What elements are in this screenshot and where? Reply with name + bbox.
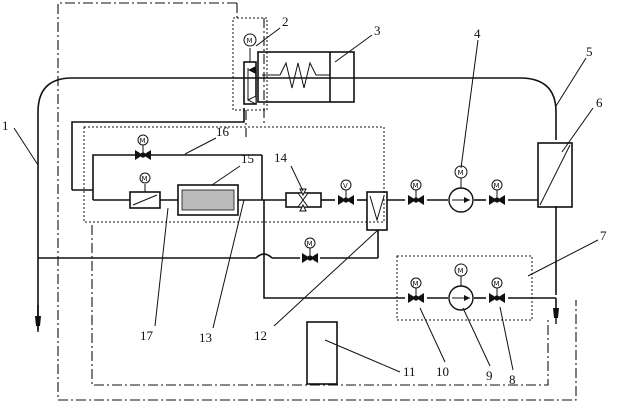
label-15: 15: [241, 151, 254, 166]
label-13: 13: [199, 330, 212, 345]
label-17: 17: [140, 328, 154, 343]
valve-group-box-16: [83, 126, 385, 223]
motor-symbol: M: [458, 267, 464, 275]
sensor-symbol: V: [343, 182, 348, 190]
number-labels: 1 2 3 4 5 6 7 8 9 10 11 12 13 14 15 16 1…: [2, 14, 607, 387]
label-14: 14: [274, 150, 288, 165]
filter-15: [177, 184, 239, 216]
label-12: 12: [254, 328, 267, 343]
motor-symbol: M: [307, 240, 313, 248]
label-16: 16: [216, 124, 230, 139]
label-9: 9: [486, 368, 493, 383]
motor-valve-a: M: [407, 179, 425, 206]
motor-symbol: M: [458, 169, 464, 177]
leader-lines: [13, 27, 599, 373]
label-1: 1: [2, 118, 9, 133]
motor-symbol: M: [413, 182, 419, 190]
label-8: 8: [509, 372, 516, 387]
pump-9: M: [448, 263, 474, 311]
motor-valve-10: M: [407, 277, 425, 304]
fan-motor-icon: [243, 33, 257, 47]
label-3: 3: [374, 23, 381, 38]
motor-valve-16: M: [134, 134, 152, 161]
motor-symbol: M: [413, 280, 419, 288]
valve-group-box-7: [396, 255, 533, 321]
tank-11: [306, 321, 338, 385]
nozzle-icon-right: [552, 307, 560, 325]
label-7: 7: [600, 228, 607, 243]
control-frame: [57, 2, 577, 401]
motor-valve-b: M: [488, 179, 506, 206]
motor-symbol: M: [140, 137, 146, 145]
pump-4: M: [448, 165, 474, 213]
label-10: 10: [436, 364, 449, 379]
sensor-valve: V: [337, 179, 355, 206]
motor-symbol: M: [142, 175, 148, 183]
motor-valve-8: M: [488, 277, 506, 304]
mixer-12: [366, 191, 388, 231]
pipe-network: [37, 77, 557, 330]
label-6: 6: [596, 95, 603, 110]
motor-symbol: M: [494, 280, 500, 288]
fan-dotted-box: [232, 17, 268, 111]
label-11: 11: [403, 364, 416, 379]
fan-unit: M: [243, 33, 257, 105]
label-2: 2: [282, 14, 289, 29]
label-5: 5: [586, 44, 593, 59]
electric-heater-6: [537, 142, 573, 208]
motor-symbol: M: [247, 37, 253, 45]
motor-symbol: M: [494, 182, 500, 190]
motor-valve-line1: M: [301, 237, 319, 264]
throttle-valve-14: [285, 188, 322, 212]
nozzle-icon-left: [34, 315, 42, 333]
heater-unit: [257, 51, 355, 103]
label-4: 4: [474, 26, 481, 41]
